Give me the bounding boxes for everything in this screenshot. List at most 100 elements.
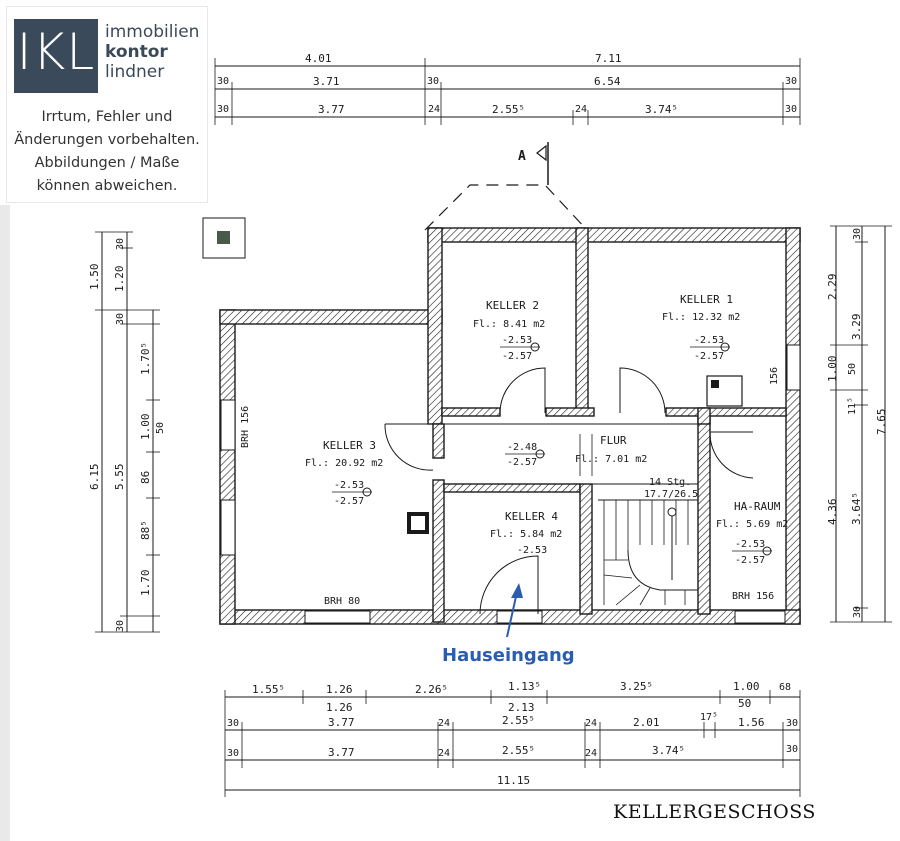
dim-bot-r3-3: 24 xyxy=(438,748,450,759)
dim-bot-r2-4: 2.55⁵ xyxy=(502,714,535,727)
stairs-ratio: 17.7/26.5 xyxy=(644,489,698,500)
compass-symbol xyxy=(202,217,246,259)
dim-right-m1: 2.29 xyxy=(826,274,839,301)
dim-top-2: 7.11 xyxy=(595,52,622,65)
left-dimensions: 1.50 6.15 30 1.20 30 5.55 30 1.70⁵ 1.00 … xyxy=(88,231,166,633)
dim-bot-r1-4: 1.13⁵ xyxy=(508,680,541,693)
bottom-dimensions: 1.55⁵ 1.26 2.26⁵ 1.13⁵ 3.25⁵ 1.00 68 1.2… xyxy=(224,680,801,797)
dim-left-m1: 30 xyxy=(115,238,126,250)
dim-top-r2-2: 3.71 xyxy=(313,75,340,88)
dim-bot-r1-7: 68 xyxy=(779,682,791,693)
keller2-name: KELLER 2 xyxy=(486,299,539,312)
dim-left-m4: 5.55 xyxy=(113,464,126,491)
logo-word-kontor: kontor xyxy=(105,42,168,62)
section-letter: A xyxy=(518,149,526,164)
dim-left-m5: 30 xyxy=(115,620,126,632)
room-labels: KELLER 2 Fl.: 8.41 m2 -2.53 -2.57 KELLER… xyxy=(240,293,788,607)
staircase xyxy=(598,499,698,606)
keller3-name: KELLER 3 xyxy=(323,439,376,452)
logo-mark: IKL xyxy=(14,19,98,93)
keller2-level-bottom: -2.57 xyxy=(502,351,532,362)
keller4-level-top: -2.53 xyxy=(517,545,547,556)
ha-raum-brh: BRH 156 xyxy=(732,591,774,602)
dim-bot-r2-1: 30 xyxy=(227,718,239,729)
ha-raum-area: Fl.: 5.69 m2 xyxy=(716,519,788,530)
dim-bot-r1s-1: 1.26 xyxy=(326,701,353,714)
logo-word-immobilien: immobilien xyxy=(105,22,200,42)
flur-name: FLUR xyxy=(600,434,627,447)
dim-bot-r2-7: 17⁵ xyxy=(700,712,718,723)
stairs-count: 14 Stg. xyxy=(649,477,691,488)
dim-top-r3-7: 30 xyxy=(785,104,797,115)
dim-right-i1: 30 xyxy=(852,228,863,240)
dim-top-r2-1: 30 xyxy=(217,76,229,87)
ha-raum-name: HA-RAUM xyxy=(734,500,781,513)
dim-top-r2-5: 30 xyxy=(785,76,797,87)
ha-raum-level-top: -2.53 xyxy=(735,539,765,550)
dim-bot-r3-6: 3.74⁵ xyxy=(652,744,685,757)
dim-left-i1: 1.70⁵ xyxy=(139,342,152,375)
dim-right-i2: 3.29 xyxy=(850,314,863,341)
windows xyxy=(220,344,801,624)
dim-left-i4: 88⁵ xyxy=(139,520,152,540)
dim-left-m2: 1.20 xyxy=(113,266,126,293)
dim-top-r3-4: 2.55⁵ xyxy=(492,103,525,116)
dim-bot-r2-2: 3.77 xyxy=(328,716,355,729)
dim-bot-r2-5: 24 xyxy=(585,718,597,729)
keller3-brh-side: BRH 156 xyxy=(240,406,251,448)
dim-right-m2: 1.00 xyxy=(826,356,839,383)
keller4-name: KELLER 4 xyxy=(505,510,558,523)
scan-edge xyxy=(0,205,10,841)
dim-left-1: 1.50 xyxy=(88,264,101,291)
flur-level-bottom: -2.57 xyxy=(507,457,537,468)
dim-top-r2-3: 30 xyxy=(427,76,439,87)
doors xyxy=(384,367,754,615)
disclaimer: Irrtum, Fehler und Änderungen vorbehalte… xyxy=(7,106,207,198)
ha-raum-level-bottom: -2.57 xyxy=(735,555,765,566)
dim-top-r3-3: 24 xyxy=(428,104,440,115)
dim-top-r2-4: 6.54 xyxy=(594,75,621,88)
entrance-arrow xyxy=(506,583,523,638)
dim-right-i4: 11⁵ xyxy=(847,397,858,415)
keller4-area: Fl.: 5.84 m2 xyxy=(490,529,562,540)
dim-right-o1: 7.65 xyxy=(875,409,888,436)
entrance-label: Hauseingang xyxy=(442,645,575,666)
dim-bot-r3-1: 30 xyxy=(227,748,239,759)
right-dimensions: 2.29 1.00 4.36 30 3.29 50 11⁵ 3.64⁵ 30 7… xyxy=(826,225,892,623)
dim-bot-r1s-3: 50 xyxy=(738,697,751,710)
disclaimer-line-2: Änderungen vorbehalten. xyxy=(14,132,200,148)
keller3-area: Fl.: 20.92 m2 xyxy=(305,458,383,469)
keller3-level-top: -2.53 xyxy=(334,480,364,491)
dim-top-r3-5: 24 xyxy=(575,104,587,115)
dim-bot-r1-1: 1.55⁵ xyxy=(252,683,285,696)
floor-title: KELLERGESCHOSS xyxy=(613,801,816,823)
dim-left-2: 6.15 xyxy=(88,464,101,491)
keller1-level-top: -2.53 xyxy=(694,335,724,346)
disclaimer-line-4: können abweichen. xyxy=(36,178,178,194)
dim-bot-r3-4: 2.55⁵ xyxy=(502,744,535,757)
dim-bot-r1-3: 2.26⁵ xyxy=(415,683,448,696)
walls xyxy=(219,227,801,625)
dim-bot-r3-7: 30 xyxy=(786,744,798,755)
keller1-brh-side: 156 xyxy=(769,367,780,385)
keller3-brh-bottom: BRH 80 xyxy=(324,596,360,607)
dim-left-m3: 30 xyxy=(115,313,126,325)
dim-bot-r3-2: 3.77 xyxy=(328,746,355,759)
dim-left-i2-sub: 50 xyxy=(155,422,166,434)
logo-word-lindner: lindner xyxy=(105,62,165,82)
dim-bot-r2-9: 30 xyxy=(786,718,798,729)
dim-top-r3-2: 3.77 xyxy=(318,103,345,116)
dim-top-r3-1: 30 xyxy=(217,104,229,115)
dim-bot-r3-5: 24 xyxy=(585,748,597,759)
flur-level-top: -2.48 xyxy=(507,442,537,453)
dim-bot-r2-3: 24 xyxy=(438,718,450,729)
dim-left-i5: 1.70 xyxy=(139,570,152,597)
dim-left-i2: 1.00 xyxy=(139,414,152,441)
dim-top-1: 4.01 xyxy=(305,52,332,65)
dim-left-i3: 86 xyxy=(139,471,152,484)
boiler-symbol xyxy=(706,375,743,407)
flur-area: Fl.: 7.01 m2 xyxy=(575,454,647,465)
dim-top-r3-6: 3.74⁵ xyxy=(645,103,678,116)
keller1-area: Fl.: 12.32 m2 xyxy=(662,312,740,323)
